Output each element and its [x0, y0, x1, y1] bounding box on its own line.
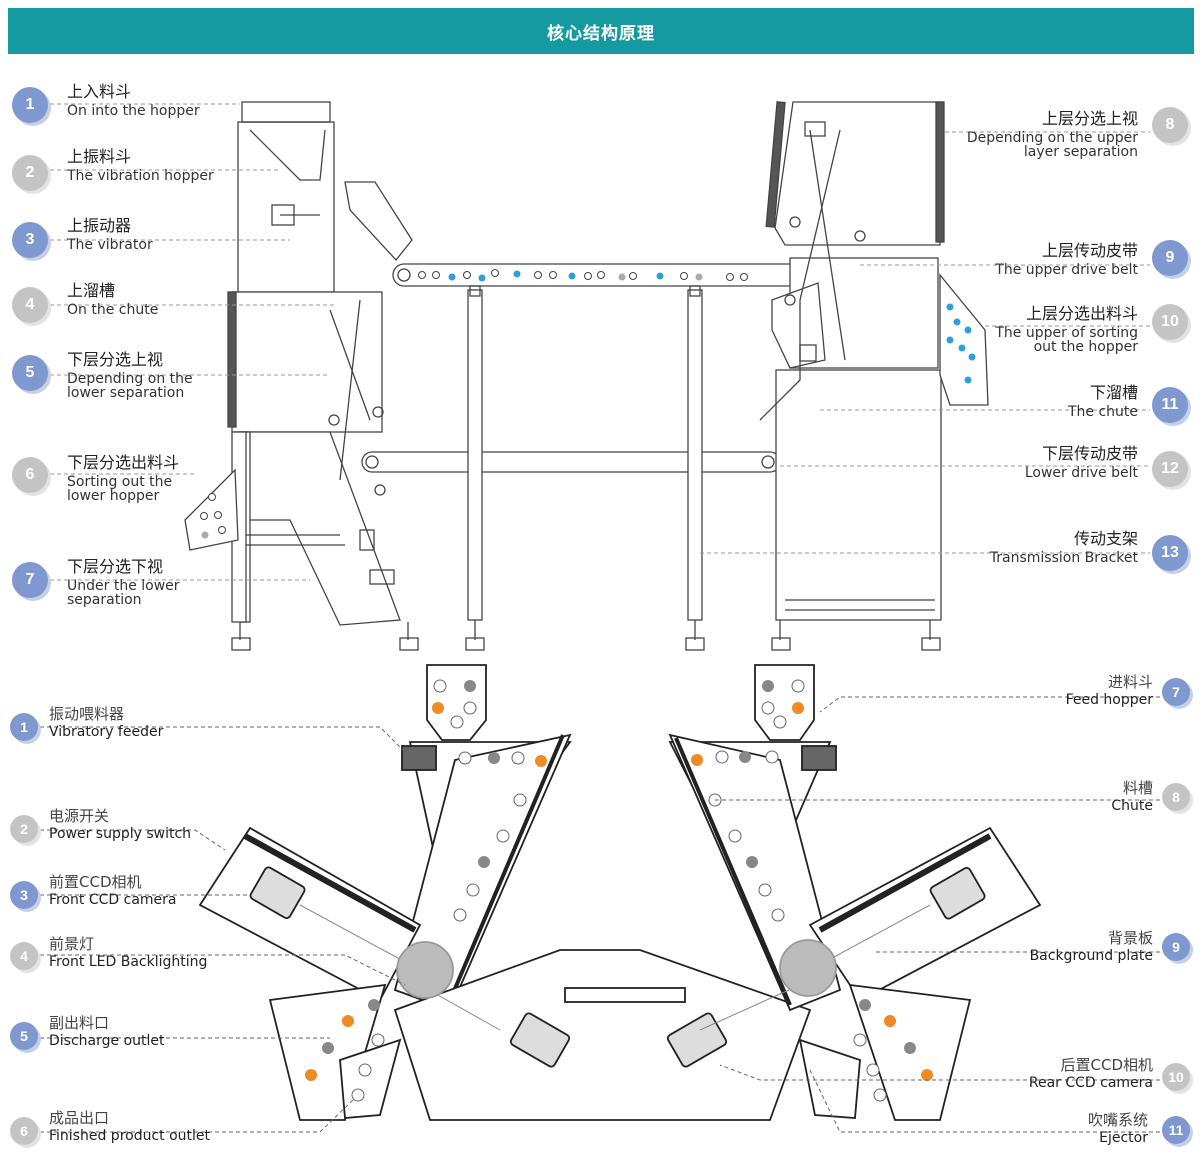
- label-rear-ccd-camera: 后置CCD相机 Rear CCD camera: [1028, 1056, 1153, 1091]
- label-lower-chute: 下溜槽 The chute: [1067, 383, 1138, 420]
- label-upper-outlet-hopper: 上层分选出料斗 The upper of sorting out the hop…: [995, 304, 1138, 356]
- badge-9: 9: [1152, 240, 1188, 276]
- badge-4: 4: [12, 287, 48, 323]
- label-background-plate: 背景板 Background plate: [1029, 929, 1153, 964]
- badge-lower-8: 8: [1162, 783, 1190, 811]
- section-header: 核心结构原理: [8, 8, 1194, 54]
- label-vibration-hopper: 上振料斗 The vibration hopper: [67, 147, 214, 184]
- label-transmission-bracket: 传动支架 Transmission Bracket: [989, 529, 1138, 566]
- label-front-ccd-camera: 前置CCD相机 Front CCD camera: [49, 873, 177, 908]
- badge-lower-10: 10: [1162, 1063, 1190, 1091]
- outlet-particles: [946, 303, 976, 384]
- label-feed-hopper: 进料斗 Feed hopper: [1065, 673, 1153, 708]
- label-upper-drive-belt: 上层传动皮带 The upper drive belt: [995, 241, 1138, 278]
- upper-machine-illustration: [184, 101, 989, 651]
- label-front-led: 前景灯 Front LED Backlighting: [49, 935, 208, 970]
- label-upper-hopper: 上入料斗 On into the hopper: [67, 82, 200, 119]
- label-vibrator: 上振动器 The vibrator: [67, 216, 153, 253]
- badge-10: 10: [1152, 304, 1188, 340]
- badge-5: 5: [12, 355, 48, 391]
- label-ejector: 吹嘴系统 Ejector: [1087, 1111, 1148, 1146]
- badge-lower-4: 4: [10, 942, 38, 970]
- badge-lower-2: 2: [10, 815, 38, 843]
- badge-lower-1: 1: [10, 713, 38, 741]
- section-title: 核心结构原理: [547, 23, 655, 44]
- lower-leader-lines: [40, 696, 1160, 1133]
- label-lower-under-view: 下层分选下视 Under the lower separation: [67, 557, 180, 609]
- left-outlet-particles: [200, 493, 226, 539]
- badge-lower-11: 11: [1162, 1116, 1190, 1144]
- label-upper-separation-view: 上层分选上视 Depending on the upper layer sepa…: [966, 109, 1138, 161]
- badge-1: 1: [12, 87, 48, 123]
- label-vibratory-feeder: 振动喂料器 Vibratory feeder: [49, 705, 164, 740]
- badge-11: 11: [1152, 387, 1188, 423]
- badge-lower-5: 5: [10, 1022, 38, 1050]
- label-discharge-outlet: 副出料口 Discharge outlet: [49, 1014, 165, 1049]
- badge-8: 8: [1152, 107, 1188, 143]
- badge-lower-9: 9: [1162, 933, 1190, 961]
- badge-12: 12: [1152, 451, 1188, 487]
- label-lower-outlet-hopper: 下层分选出料斗 Sorting out the lower hopper: [67, 453, 180, 505]
- badge-2: 2: [12, 155, 48, 191]
- badge-6: 6: [12, 457, 48, 493]
- label-power-switch: 电源开关 Power supply switch: [49, 807, 192, 842]
- label-finished-outlet: 成品出口 Finished product outlet: [49, 1109, 211, 1144]
- badge-lower-6: 6: [10, 1117, 38, 1145]
- label-lower-upper-view: 下层分选上视 Depending on the lower separation: [67, 350, 193, 402]
- badge-3: 3: [12, 222, 48, 258]
- badge-lower-3: 3: [10, 881, 38, 909]
- badge-7: 7: [12, 562, 48, 598]
- badge-13: 13: [1152, 535, 1188, 571]
- label-chute: 料槽 Chute: [1111, 779, 1153, 814]
- label-upper-chute: 上溜槽 On the chute: [67, 281, 159, 318]
- upper-leader-lines: [50, 103, 1150, 581]
- upper-belt-particles: [418, 269, 748, 282]
- badge-lower-7: 7: [1162, 678, 1190, 706]
- label-lower-drive-belt: 下层传动皮带 Lower drive belt: [1024, 444, 1138, 481]
